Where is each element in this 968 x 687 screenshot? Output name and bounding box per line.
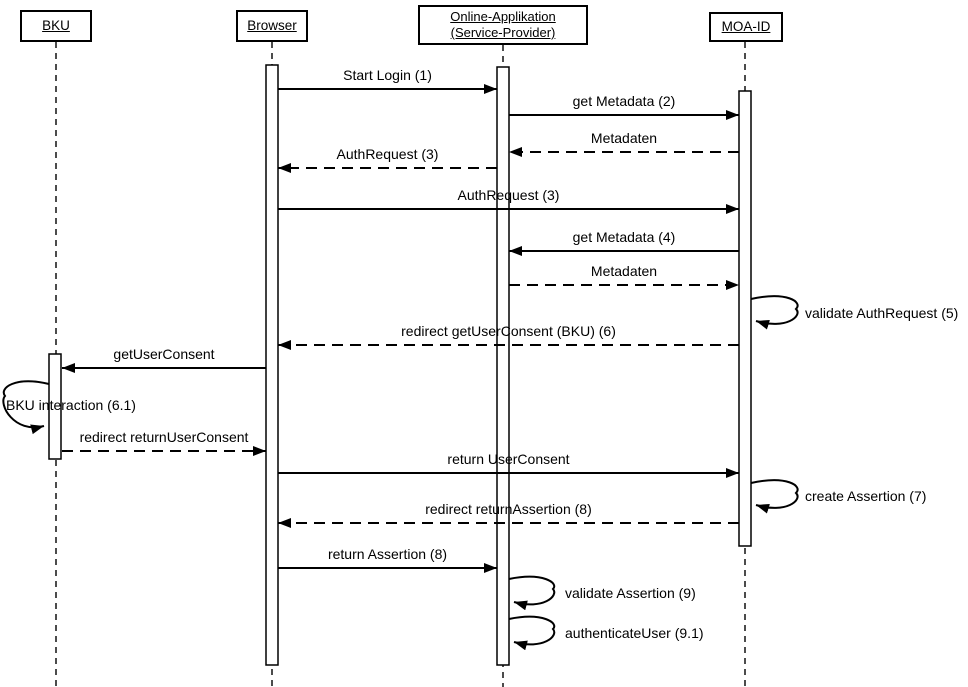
message-label-start-login: Start Login (1) [343, 67, 432, 83]
message-label-metadaten-2: Metadaten [590, 263, 658, 279]
actor-bku-label: BKU [42, 18, 70, 33]
message-label-authenticateuser: authenticateUser (9.1) [565, 625, 704, 641]
message-label-validate-authrequest: validate AuthRequest (5) [805, 305, 959, 321]
actor-online-applikation: Online-Applikation (Service-Provider) [418, 5, 588, 45]
selfloop-create-assertion [750, 479, 799, 514]
message-label-metadaten-1: Metadaten [590, 130, 658, 146]
selfloop-bku-interaction [2, 380, 50, 435]
selfloop-validate-authrequest [750, 295, 799, 330]
message-label-redirect-returnassertion: redirect returnAssertion (8) [425, 501, 592, 517]
message-label-create-assertion: create Assertion (7) [805, 488, 927, 504]
actor-online-applikation-label: Online-Applikation (Service-Provider) [450, 9, 556, 40]
message-label-get-metadata-4: get Metadata (4) [572, 229, 676, 245]
message-label-return-assertion: return Assertion (8) [327, 546, 448, 562]
selfloop-authenticateuser [508, 615, 556, 651]
actor-bku: BKU [20, 10, 92, 42]
activation-browser [265, 64, 279, 666]
actor-browser: Browser [236, 10, 308, 42]
activation-online-applikation [496, 66, 510, 666]
actor-moa-id-label: MOA-ID [721, 19, 771, 34]
message-label-authrequest-3b: AuthRequest (3) [457, 187, 560, 203]
activation-moa-id [738, 90, 752, 547]
selfloop-validate-assertion [508, 575, 556, 611]
message-label-bku-interaction: BKU interaction (6.1) [6, 397, 136, 413]
message-label-validate-assertion: validate Assertion (9) [565, 585, 696, 601]
message-label-getuserconsent: getUserConsent [113, 346, 215, 362]
message-label-return-userconsent: return UserConsent [447, 451, 570, 467]
actor-moa-id: MOA-ID [709, 12, 783, 42]
activation-bku [48, 353, 62, 460]
message-label-redirect-returnuserconsent: redirect returnUserConsent [79, 429, 249, 445]
message-label-get-metadata-2: get Metadata (2) [572, 93, 676, 109]
message-label-redirect-getuserconsent: redirect getUserConsent (BKU) (6) [401, 323, 616, 339]
message-label-authrequest-3a: AuthRequest (3) [336, 146, 439, 162]
actor-browser-label: Browser [247, 18, 297, 33]
